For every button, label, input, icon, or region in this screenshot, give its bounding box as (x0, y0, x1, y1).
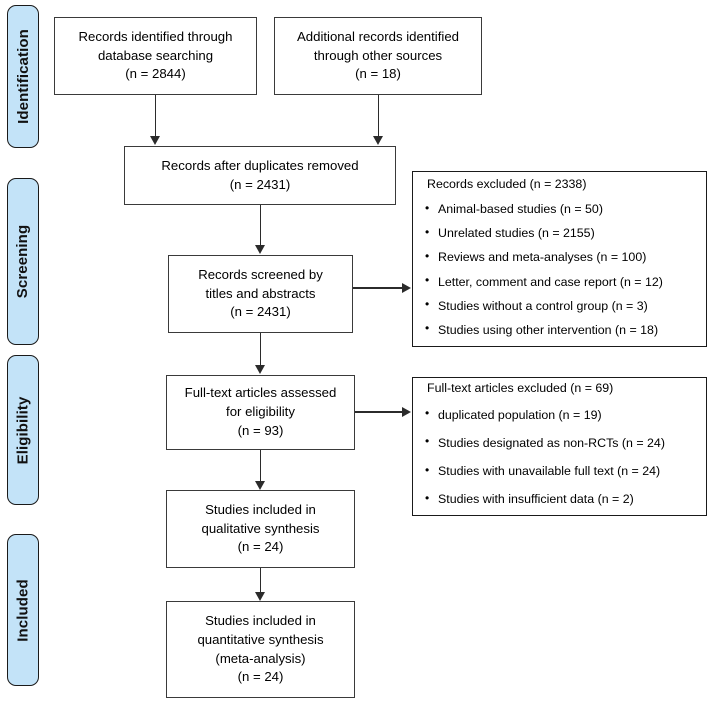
records-excluded-item: Letter, comment and case report (n = 12) (425, 273, 696, 290)
box-quantitative-synthesis: Studies included in quantitative synthes… (166, 601, 355, 698)
connector-qualitative-to-quantitative (259, 568, 262, 593)
connector-fulltext-to-qualitative (259, 450, 262, 482)
box-fulltext-assessed-line2: for eligibility (226, 404, 295, 420)
box-records-screened-line2: titles and abstracts (205, 285, 316, 301)
connector-duplicates-to-screened (259, 205, 262, 246)
box-other-records-line3: (n = 18) (355, 66, 401, 82)
records-excluded-item: Unrelated studies (n = 2155) (425, 225, 696, 241)
box-quantitative-synthesis-line1: Studies included in (205, 613, 316, 629)
connector-screened-to-fulltext (259, 333, 262, 366)
box-database-records-line2: database searching (97, 47, 214, 63)
connector-database-to-duplicates (154, 95, 157, 137)
box-fulltext-assessed: Full-text articles assessed for eligibil… (166, 375, 355, 450)
box-other-records-line2: through other sources (313, 47, 443, 63)
stage-tab-identification-label: Identification (14, 29, 32, 124)
box-other-records: Additional records identified through ot… (274, 17, 482, 95)
box-other-records-line1: Additional records identified (296, 28, 459, 44)
stage-tab-included: Included (7, 534, 39, 686)
connector-fulltext-to-excluded (355, 411, 403, 413)
fulltext-excluded-item: duplicated population (n = 19) (425, 406, 696, 423)
box-quantitative-synthesis-line4: (n = 24) (237, 669, 284, 685)
records-excluded-item: Reviews and meta-analyses (n = 100) (425, 249, 696, 265)
records-excluded-item: Studies without a control group (n = 3) (425, 297, 696, 314)
arrow-fulltext-to-qualitative (255, 481, 265, 490)
connector-other-to-duplicates (377, 95, 380, 137)
box-database-records-line1: Records identified through (78, 28, 233, 44)
box-qualitative-synthesis-line3: (n = 24) (237, 539, 284, 555)
stage-tab-included-label: Included (14, 578, 32, 642)
box-duplicates-removed-line2: (n = 2431) (229, 176, 291, 192)
box-fulltext-excluded-heading: Full-text articles excluded (n = 69) (427, 380, 614, 395)
arrow-fulltext-to-excluded (402, 406, 411, 417)
box-duplicates-removed-line1: Records after duplicates removed (161, 157, 359, 173)
box-database-records: Records identified through database sear… (54, 17, 257, 95)
box-fulltext-excluded: Full-text articles excluded (n = 69) dup… (412, 377, 707, 516)
fulltext-excluded-item: Studies designated as non-RCTs (n = 24) (425, 434, 696, 451)
arrow-duplicates-to-screened (255, 245, 265, 254)
box-records-excluded: Records excluded (n = 2338) Animal-based… (412, 171, 707, 347)
box-records-screened: Records screened by titles and abstracts… (168, 255, 353, 333)
box-quantitative-synthesis-line2: quantitative synthesis (197, 631, 324, 647)
box-qualitative-synthesis-line1: Studies included in (205, 501, 316, 517)
box-fulltext-assessed-line1: Full-text articles assessed (184, 385, 337, 401)
fulltext-excluded-item: Studies with unavailable full text (n = … (425, 463, 696, 479)
stage-tab-identification: Identification (7, 5, 39, 148)
stage-tab-screening-label: Screening (14, 224, 32, 299)
arrow-database-to-duplicates (150, 136, 160, 145)
box-database-records-line3: (n = 2844) (125, 66, 186, 82)
arrow-screened-to-excluded (402, 282, 411, 293)
box-records-screened-line3: (n = 2431) (230, 304, 291, 320)
box-records-excluded-heading: Records excluded (n = 2338) (427, 177, 587, 192)
arrow-qualitative-to-quantitative (255, 592, 265, 601)
arrow-screened-to-fulltext (255, 365, 265, 374)
box-duplicates-removed: Records after duplicates removed (n = 24… (124, 146, 396, 205)
stage-tab-eligibility-label: Eligibility (14, 396, 32, 464)
fulltext-excluded-item: Studies with insufficient data (n = 2) (425, 491, 696, 507)
arrow-other-to-duplicates (373, 136, 383, 145)
box-records-screened-line1: Records screened by (198, 266, 323, 282)
stage-tab-eligibility: Eligibility (7, 355, 39, 505)
box-fulltext-assessed-line3: (n = 93) (237, 422, 284, 438)
connector-screened-to-excluded (353, 287, 403, 289)
stage-tab-screening: Screening (7, 178, 39, 345)
box-qualitative-synthesis-line2: qualitative synthesis (201, 520, 320, 536)
records-excluded-item: Studies using other intervention (n = 18… (425, 321, 696, 338)
box-quantitative-synthesis-line3: (meta-analysis) (215, 650, 306, 666)
records-excluded-item: Animal-based studies (n = 50) (425, 201, 696, 217)
box-qualitative-synthesis: Studies included in qualitative synthesi… (166, 490, 355, 568)
